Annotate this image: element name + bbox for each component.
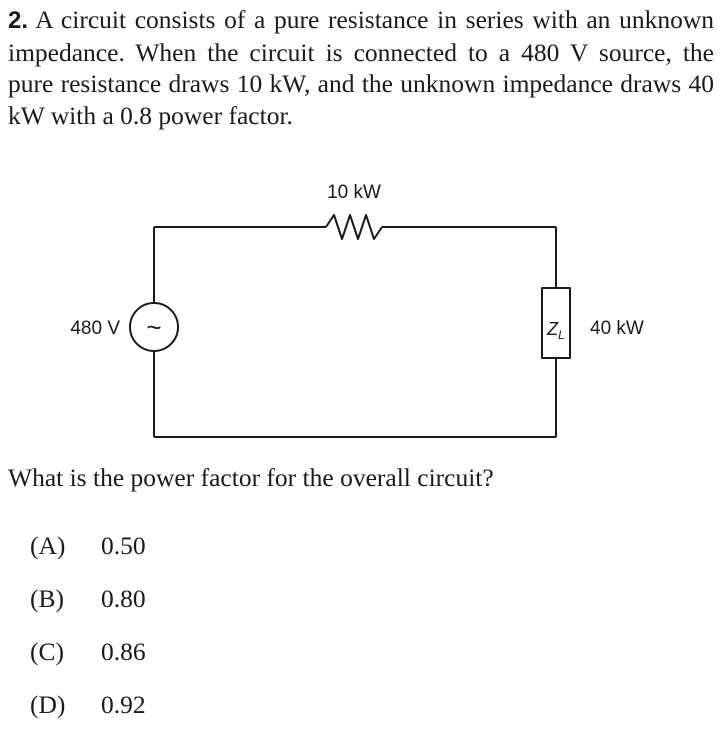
answer-choices: (A) 0.50 (B) 0.80 (C) 0.86 (D) 0.92 [30,528,146,740]
source-tilde: ~ [146,312,161,342]
choice-value: 0.86 [101,637,146,666]
choice-value: 0.80 [101,584,146,613]
choice-letter: (C) [30,637,64,666]
problem-statement: 2. A circuit consists of a pure resistan… [8,4,714,131]
circuit-diagram: 10 kW 480 V ~ ZL 40 kW [70,182,644,438]
choice-b: (B) 0.80 [30,581,146,634]
choice-c: (C) 0.86 [30,634,146,687]
impedance-label: 40 kW [590,318,644,339]
choice-d: (D) 0.92 [30,687,146,740]
impedance-symbol: ZL [546,319,565,342]
choice-value: 0.92 [101,690,146,719]
choice-a: (A) 0.50 [30,528,146,581]
choice-letter: (A) [30,531,66,560]
problem-number: 2. [8,7,29,34]
choice-value: 0.50 [101,531,146,560]
impedance-subscript: L [558,328,565,342]
resistor-symbol [325,214,383,240]
choice-letter: (D) [30,690,66,719]
problem-text: A circuit consists of a pure resistance … [8,5,714,130]
choice-letter: (B) [30,584,64,613]
question-text: What is the power factor for the overall… [8,463,494,492]
resistor-label: 10 kW [327,182,381,203]
source-label: 480 V [70,318,120,339]
